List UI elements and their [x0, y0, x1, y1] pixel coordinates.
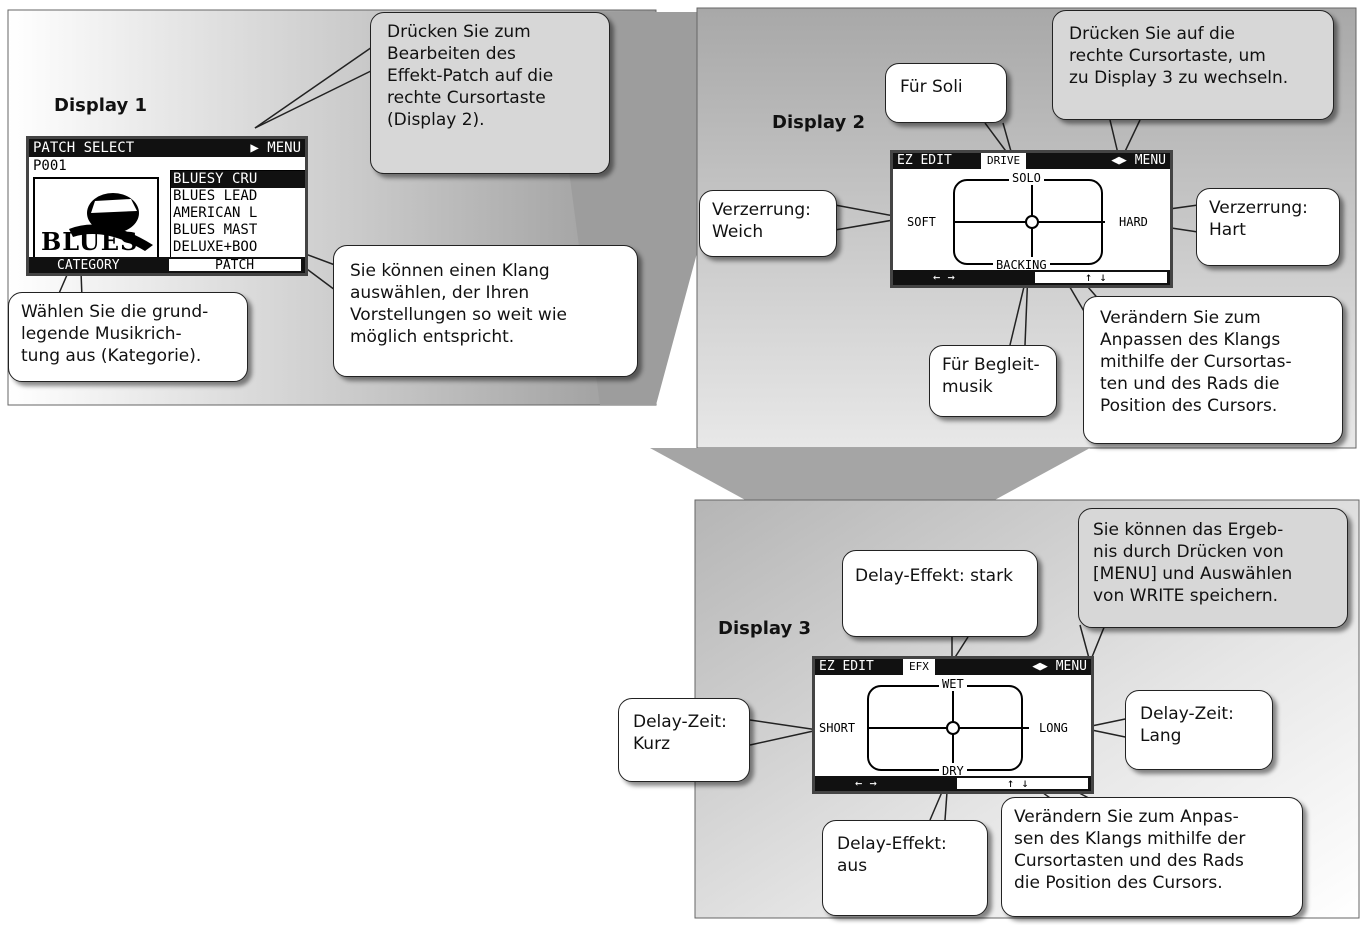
label-left: SOFT [907, 214, 936, 230]
callout-category: Wählen Sie die grund- legende Musikrich-… [8, 292, 248, 382]
callout-wet: Delay-Effekt: stark [842, 550, 1038, 637]
patch-list-item[interactable]: DELUXE+BOO [173, 239, 258, 255]
lcd-menu: ▶ MENU [250, 139, 301, 157]
lcd-menu-label: MENU [1055, 659, 1087, 674]
callout-cursor-position: Verändern Sie zum Anpas- sen des Klangs … [1001, 797, 1303, 917]
lcd-display-1: PATCH SELECT ▶ MENU P001 BLUES BLUESY CR… [26, 136, 308, 276]
category-image: BLUES [33, 177, 159, 261]
callout-soft: Verzerrung: Weich [699, 190, 837, 257]
lcd-menu-label: MENU [1134, 153, 1166, 168]
callout-dry: Delay-Effekt: aus [822, 820, 988, 916]
lcd-menu-label: MENU [267, 140, 301, 156]
callout-patch: Sie können einen Klang auswählen, der Ih… [333, 245, 638, 377]
cursor-right-icon: ▶ [1040, 659, 1048, 674]
patch-list-item[interactable]: BLUES MAST [173, 222, 258, 238]
footer-left-right-icon: ← → [933, 270, 955, 284]
label-bottom: DRY [939, 763, 967, 779]
callout-write: Sie können das Ergeb- nis durch Drücken … [1078, 508, 1348, 628]
footer-left-right-icon: ← → [855, 776, 877, 790]
callout-edit-patch: Drücken Sie zum Bearbeiten des Effekt-Pa… [370, 12, 610, 174]
patch-list-item[interactable]: AMERICAN L [173, 205, 258, 221]
label-left: SHORT [819, 720, 856, 736]
footer-up-down-icon: ↑ ↓ [1007, 776, 1029, 790]
lcd-mode: EFX [903, 659, 935, 675]
lcd-mode: DRIVE [981, 153, 1027, 169]
callout-long: Delay-Zeit: Lang [1125, 690, 1273, 770]
callout-cursor-position: Verändern Sie zum Anpassen des Klangs mi… [1083, 296, 1343, 444]
callout-solo: Für Soli [885, 63, 1007, 123]
lcd-title: PATCH SELECT [33, 140, 135, 156]
label-top: SOLO [1009, 170, 1044, 186]
label-top: WET [939, 676, 967, 692]
callout-hard: Verzerrung: Hart [1196, 188, 1340, 266]
lcd-display-2: EZ EDIT DRIVE ◀▶ MENU SOLO BACKING SOFT … [890, 150, 1173, 288]
footer-up-down-icon: ↑ ↓ [1085, 270, 1107, 284]
lcd-footer-patch: PATCH [215, 258, 255, 273]
callout-backing: Für Begleit- musik [929, 345, 1057, 417]
category-image-label: BLUES [41, 227, 139, 256]
cursor-right-icon: ▶ [250, 140, 259, 156]
cursor-left-icon: ◀ [1032, 659, 1041, 674]
lcd-footer-category: CATEGORY [57, 258, 120, 273]
lcd-patch-number: P001 [33, 158, 67, 174]
callout-next-display: Drücken Sie auf die rechte Cursortaste, … [1052, 10, 1334, 120]
cursor-marker [946, 721, 960, 735]
lcd-display-3: EZ EDIT EFX ◀▶ MENU WET DRY SHORT LONG ←… [812, 656, 1094, 794]
patch-list-item[interactable]: BLUESY CRU [171, 171, 305, 188]
cursor-right-icon: ▶ [1119, 153, 1127, 168]
label-right: HARD [1119, 214, 1148, 230]
display-2-heading: Display 2 [772, 112, 865, 133]
display-3-heading: Display 3 [718, 618, 811, 639]
patch-list-item[interactable]: BLUES LEAD [173, 188, 258, 204]
lcd-title: EZ EDIT [819, 659, 874, 674]
cursor-left-icon: ◀ [1111, 153, 1120, 168]
cursor-marker [1025, 215, 1039, 229]
label-bottom: BACKING [993, 257, 1050, 273]
label-right: LONG [1039, 720, 1068, 736]
callout-short: Delay-Zeit: Kurz [618, 698, 750, 782]
lcd-title: EZ EDIT [897, 153, 952, 168]
display-1-heading: Display 1 [54, 95, 147, 116]
hat-icon [69, 193, 153, 251]
